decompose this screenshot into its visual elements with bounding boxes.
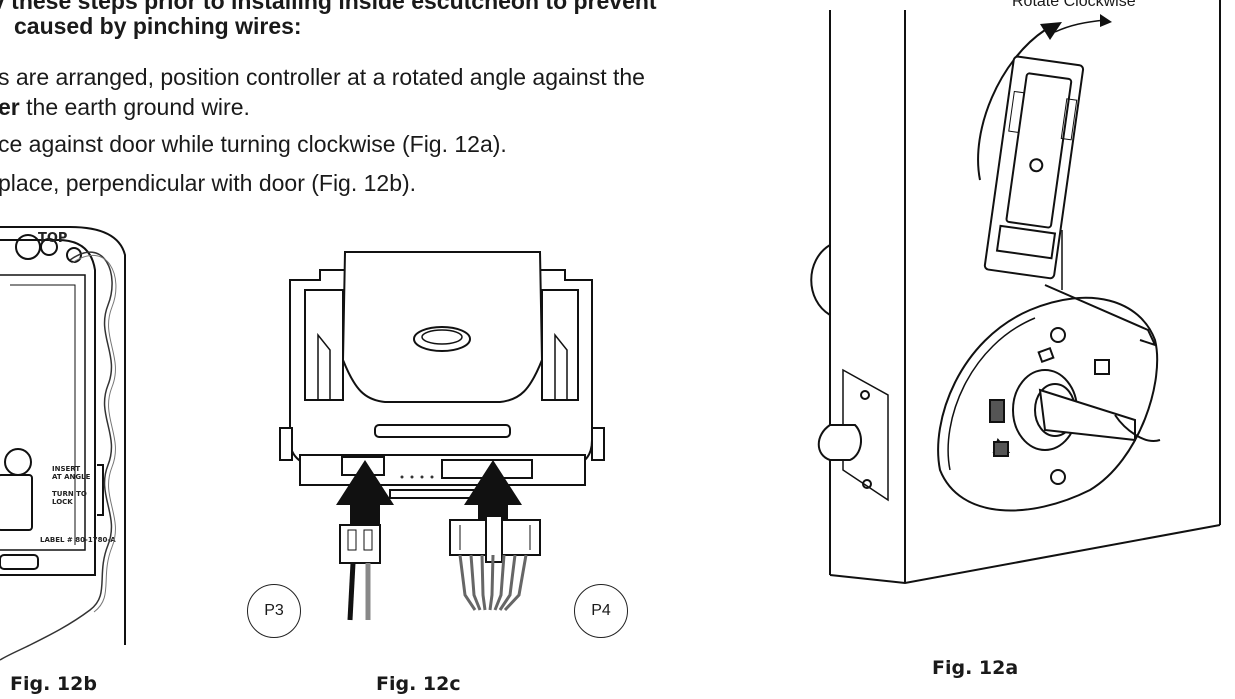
step-1-rest: the earth ground wire. (19, 94, 250, 120)
port-p3-label: P3 (247, 584, 301, 638)
step-3: place, perpendicular with door (Fig. 12b… (0, 170, 417, 196)
fig-12b-part-label: LABEL # 80-1780-A (40, 536, 116, 544)
rotation-arc (977, 29, 1046, 181)
fig-12b-illustration: TOP INSERT AT ANGLE TURN TO LOCK LABEL #… (0, 226, 126, 661)
step-1-line-1: s are arranged, position controller at a… (0, 64, 645, 90)
step-1-line-2: er the earth ground wire. (0, 94, 250, 121)
fig-12c-label: Fig. 12c (376, 673, 461, 695)
port-p4-label: P4 (574, 584, 628, 638)
fig-12b-turn-2: LOCK (52, 498, 73, 506)
heading-line-2: caused by pinching wires: (14, 13, 302, 39)
p3-insert-arrow (336, 460, 394, 540)
fig-12a-label: Fig. 12a (932, 657, 1019, 679)
fig-12b-insert-1: INSERT (52, 465, 80, 473)
fig-12a-door-illustration (810, 0, 1221, 585)
p4-insert-arrow (464, 460, 522, 520)
ground-wire (0, 251, 113, 661)
fig-12b-label: Fig. 12b (10, 673, 97, 695)
fig-12c-controller-illustration (279, 251, 605, 621)
fig-12b-insert-2: AT ANGLE (52, 473, 91, 481)
step-2: ce against door while turning clockwise … (0, 131, 507, 157)
heading-line-1: v these steps prior to installing inside… (0, 0, 657, 14)
step-1-bold-fragment: er (0, 94, 20, 120)
rotate-clockwise-caption: Rotate Clockwise (1012, 0, 1136, 10)
fig-12b-top-mark: TOP (38, 231, 67, 246)
fig-12b-turn-1: TURN TO (52, 490, 87, 498)
